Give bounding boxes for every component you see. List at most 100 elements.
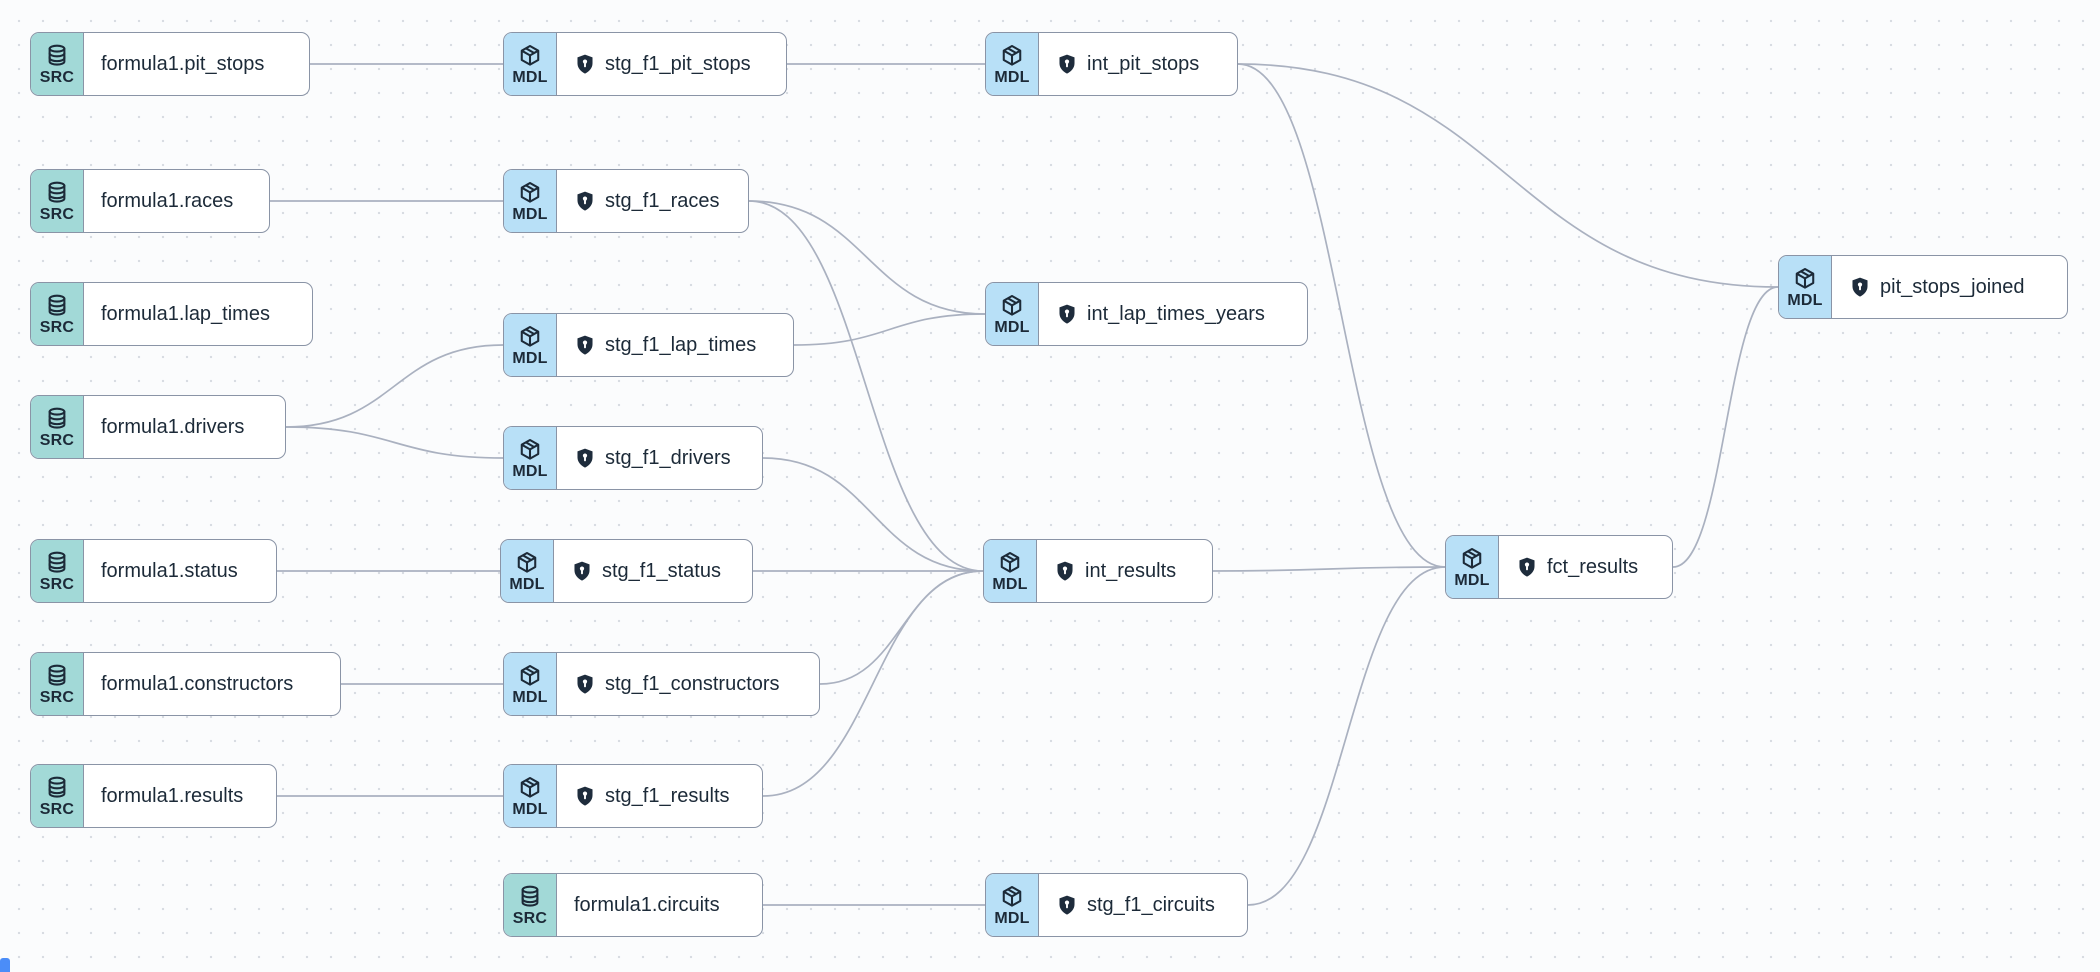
database-icon: [44, 180, 70, 206]
node-type-badge: MDL: [504, 765, 557, 827]
cube-icon: [517, 324, 543, 350]
node-label-area: stg_f1_lap_times: [557, 314, 774, 376]
node-label-area: stg_f1_status: [554, 540, 739, 602]
node-type-label: MDL: [992, 575, 1028, 593]
node-label-area: formula1.circuits: [557, 874, 738, 936]
node-label: formula1.circuits: [574, 893, 720, 916]
node-stg_f1_results[interactable]: MDL stg_f1_results: [503, 764, 763, 828]
node-type-label: SRC: [512, 909, 548, 927]
edge-formula1.drivers-to-stg_f1_lap_times: [285, 344, 504, 428]
node-label: stg_f1_pit_stops: [605, 52, 751, 75]
node-label-area: formula1.status: [84, 540, 256, 602]
edge-stg_f1_results-to-int_results: [762, 570, 984, 797]
node-type-badge: SRC: [31, 396, 84, 458]
node-label-area: fct_results: [1499, 536, 1656, 598]
shield-icon: [1516, 556, 1538, 578]
node-int_pit_stops[interactable]: MDL int_pit_stops: [985, 32, 1238, 96]
node-pit_stops_joined[interactable]: MDL pit_stops_joined: [1778, 255, 2068, 319]
node-fct_results[interactable]: MDL fct_results: [1445, 535, 1673, 599]
node-type-label: SRC: [39, 575, 75, 593]
node-type-badge: MDL: [986, 283, 1039, 345]
node-label: int_pit_stops: [1087, 52, 1200, 75]
node-type-label: SRC: [39, 68, 75, 86]
cube-icon: [1459, 546, 1485, 572]
node-label: formula1.drivers: [101, 415, 245, 438]
database-icon: [44, 293, 70, 319]
node-type-label: MDL: [512, 205, 548, 223]
node-stg_f1_constructors[interactable]: MDL stg_f1_constructors: [503, 652, 820, 716]
edge-int_pit_stops-to-fct_results: [1237, 63, 1446, 568]
node-formula1.constructors[interactable]: SRC formula1.constructors: [30, 652, 341, 716]
node-stg_f1_status[interactable]: MDL stg_f1_status: [500, 539, 753, 603]
node-type-label: SRC: [39, 431, 75, 449]
node-type-badge: MDL: [984, 540, 1037, 602]
node-type-badge: MDL: [504, 427, 557, 489]
node-type-badge: SRC: [504, 874, 557, 936]
shield-icon: [571, 560, 593, 582]
node-type-label: MDL: [994, 909, 1030, 927]
node-type-badge: MDL: [986, 874, 1039, 936]
node-formula1.races[interactable]: SRC formula1.races: [30, 169, 270, 233]
shield-icon: [574, 334, 596, 356]
node-type-label: MDL: [512, 800, 548, 818]
node-label: formula1.results: [101, 784, 244, 807]
node-type-label: MDL: [1787, 291, 1823, 309]
node-type-badge: MDL: [504, 170, 557, 232]
node-stg_f1_drivers[interactable]: MDL stg_f1_drivers: [503, 426, 763, 490]
node-label: formula1.races: [101, 189, 234, 212]
node-type-badge: SRC: [31, 540, 84, 602]
shield-icon: [574, 673, 596, 695]
database-icon: [44, 663, 70, 689]
node-formula1.pit_stops[interactable]: SRC formula1.pit_stops: [30, 32, 310, 96]
node-label: stg_f1_results: [605, 784, 730, 807]
cube-icon: [999, 884, 1025, 910]
database-icon: [44, 406, 70, 432]
node-type-badge: MDL: [1446, 536, 1499, 598]
node-type-label: MDL: [1454, 571, 1490, 589]
node-label-area: formula1.lap_times: [84, 283, 288, 345]
node-formula1.circuits[interactable]: SRC formula1.circuits: [503, 873, 763, 937]
node-type-label: SRC: [39, 800, 75, 818]
node-type-badge: MDL: [986, 33, 1039, 95]
node-stg_f1_lap_times[interactable]: MDL stg_f1_lap_times: [503, 313, 794, 377]
cube-icon: [514, 550, 540, 576]
node-label-area: stg_f1_drivers: [557, 427, 749, 489]
node-stg_f1_circuits[interactable]: MDL stg_f1_circuits: [985, 873, 1248, 937]
shield-icon: [1054, 560, 1076, 582]
node-label-area: formula1.drivers: [84, 396, 262, 458]
database-icon: [44, 550, 70, 576]
node-label: fct_results: [1547, 555, 1639, 578]
node-formula1.results[interactable]: SRC formula1.results: [30, 764, 277, 828]
node-label-area: formula1.results: [84, 765, 261, 827]
cube-icon: [1792, 266, 1818, 292]
shield-icon: [574, 53, 596, 75]
node-type-label: SRC: [39, 688, 75, 706]
node-label: pit_stops_joined: [1880, 275, 2025, 298]
shield-icon: [1056, 53, 1078, 75]
node-int_lap_times_years[interactable]: MDL int_lap_times_years: [985, 282, 1308, 346]
node-formula1.lap_times[interactable]: SRC formula1.lap_times: [30, 282, 313, 346]
node-stg_f1_pit_stops[interactable]: MDL stg_f1_pit_stops: [503, 32, 787, 96]
cube-icon: [517, 43, 543, 69]
cube-icon: [999, 43, 1025, 69]
cube-icon: [517, 437, 543, 463]
shield-icon: [1056, 894, 1078, 916]
node-type-badge: MDL: [504, 653, 557, 715]
node-type-label: MDL: [512, 68, 548, 86]
node-int_results[interactable]: MDL int_results: [983, 539, 1213, 603]
shield-icon: [574, 190, 596, 212]
database-icon: [517, 884, 543, 910]
node-label-area: int_results: [1037, 540, 1194, 602]
node-label-area: stg_f1_constructors: [557, 653, 798, 715]
edge-int_results-to-fct_results: [1212, 566, 1446, 572]
edge-stg_f1_races-to-int_results: [748, 200, 984, 572]
node-type-label: MDL: [512, 688, 548, 706]
viewport-control-fragment[interactable]: [0, 958, 10, 972]
node-label-area: formula1.pit_stops: [84, 33, 282, 95]
node-formula1.status[interactable]: SRC formula1.status: [30, 539, 277, 603]
node-label: int_results: [1085, 559, 1177, 582]
node-stg_f1_races[interactable]: MDL stg_f1_races: [503, 169, 749, 233]
node-formula1.drivers[interactable]: SRC formula1.drivers: [30, 395, 286, 459]
node-label: formula1.lap_times: [101, 302, 270, 325]
